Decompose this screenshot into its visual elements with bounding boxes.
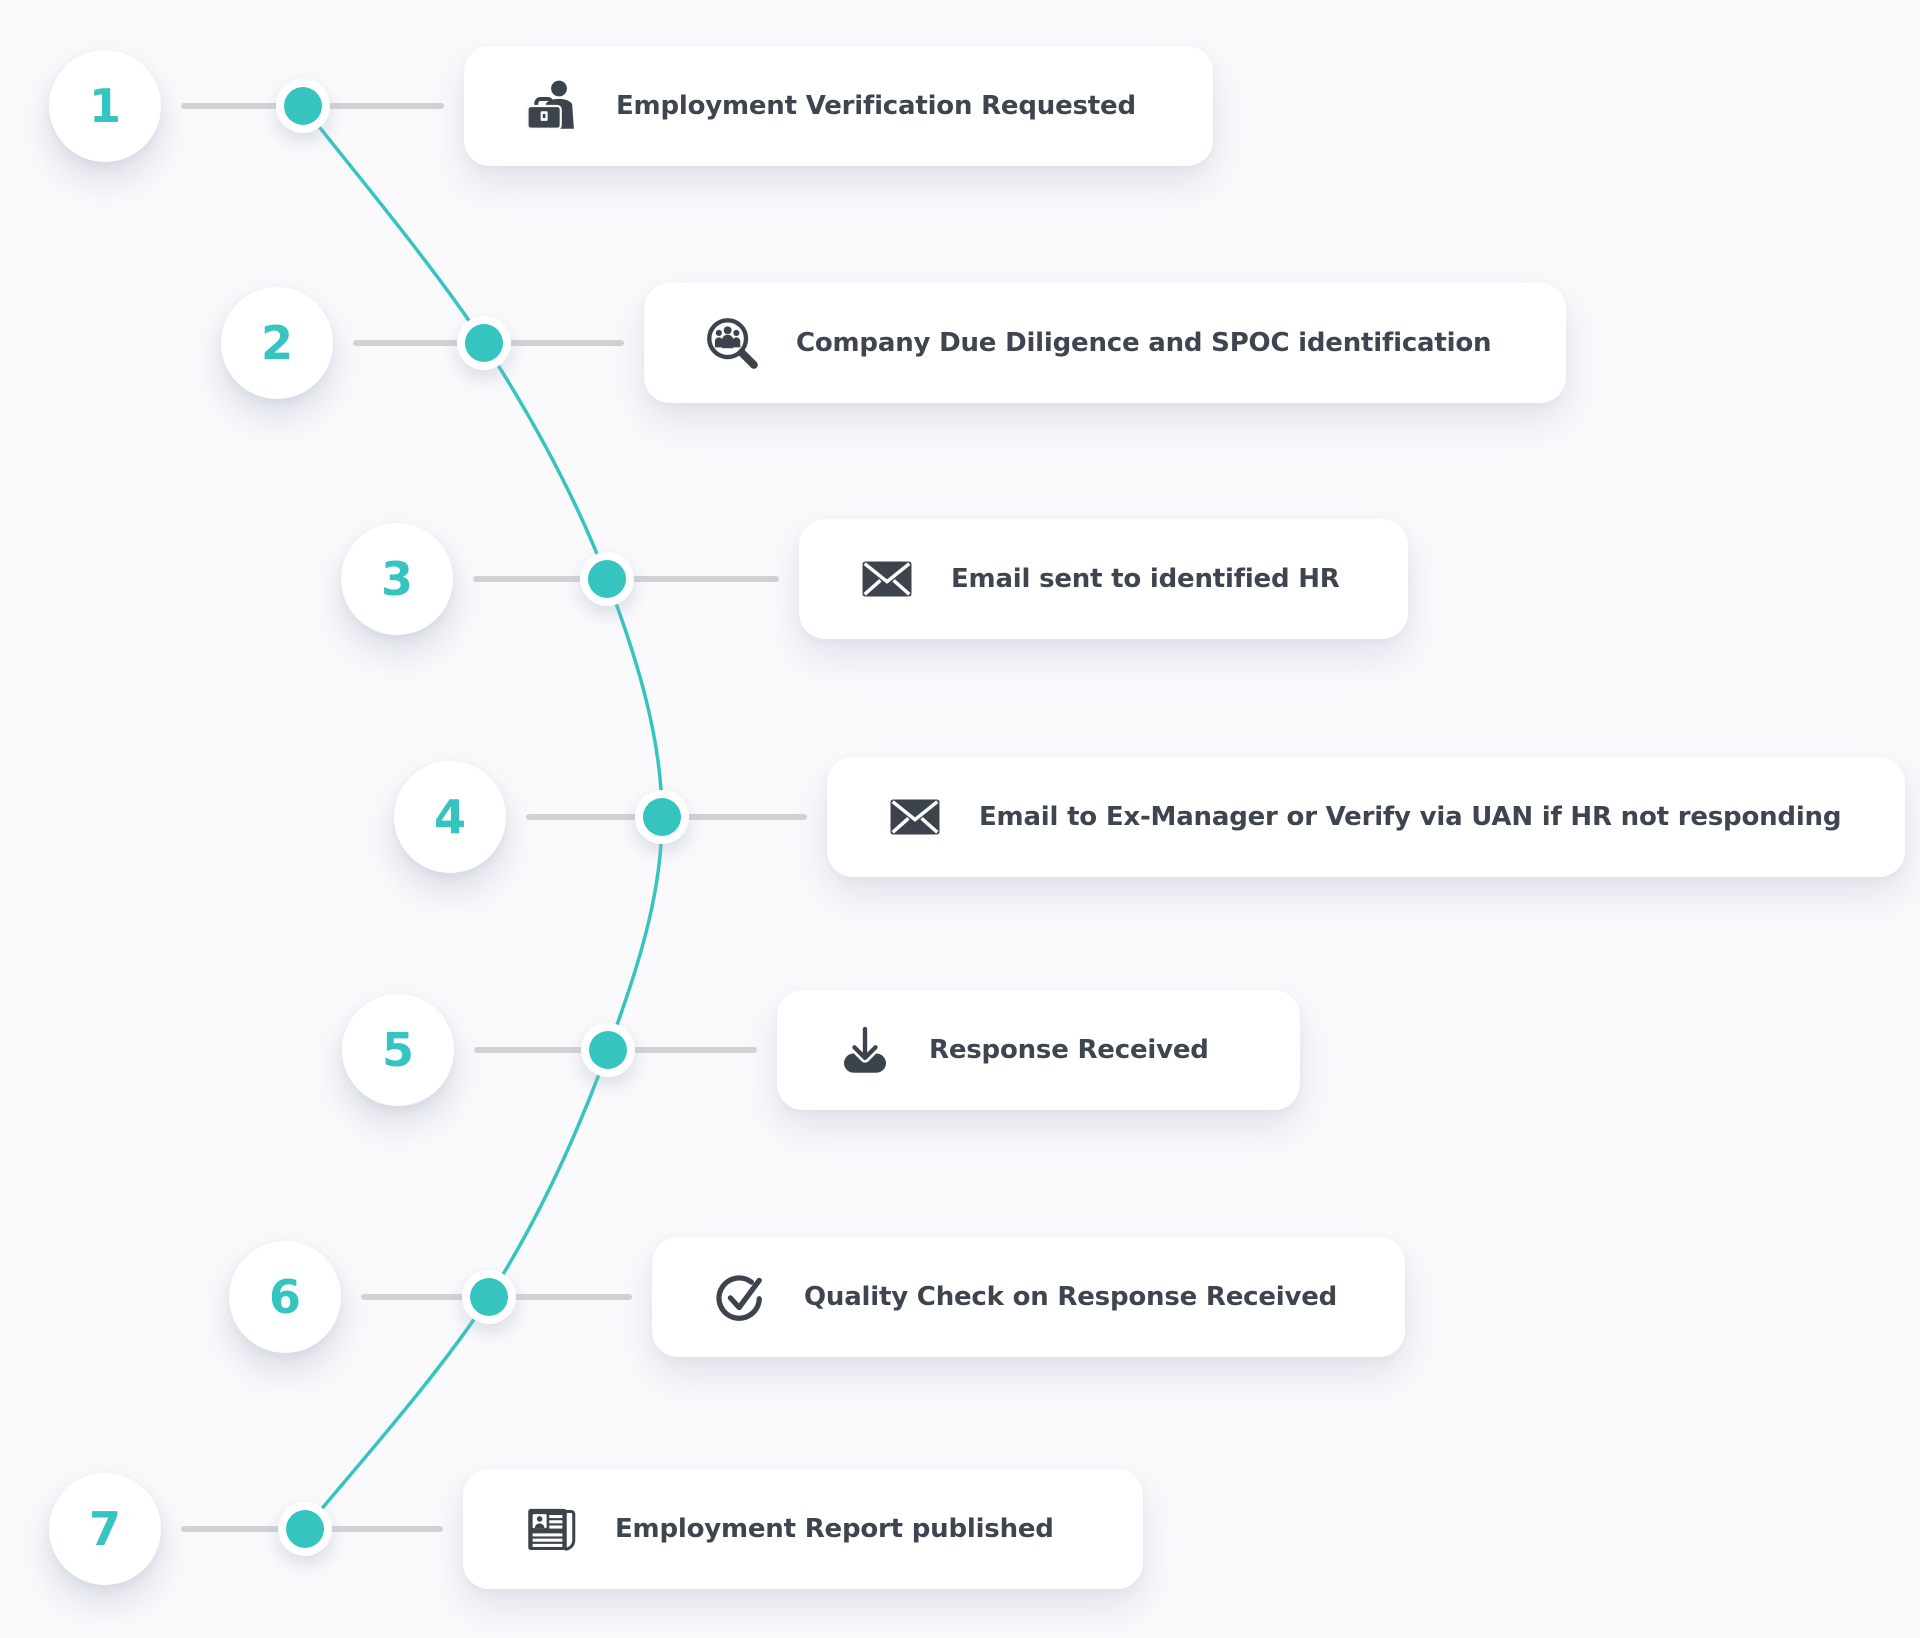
step-card: Employment Report published [463,1469,1143,1589]
timeline-dot-ring [278,1502,332,1556]
timeline-dot-ring [457,316,511,370]
step-number-circle: 1 [49,50,161,162]
step-number-circle: 2 [221,287,333,399]
timeline-dot-ring [580,552,634,606]
step-number: 4 [433,790,466,844]
magnifier-people-icon [704,315,760,371]
timeline-dot [589,1031,627,1069]
timeline-dot-ring [635,790,689,844]
step-number: 1 [88,79,121,133]
step-number: 6 [268,1270,301,1324]
person-briefcase-icon [524,78,580,134]
timeline-dot-ring [581,1023,635,1077]
step-label: Email sent to identified HR [951,564,1340,594]
step-number-circle: 5 [342,994,454,1106]
download-tray-icon [837,1022,893,1078]
step-number: 2 [260,316,293,370]
step-card: Quality Check on Response Received [652,1237,1405,1357]
timeline-dot [465,324,503,362]
step-label: Company Due Diligence and SPOC identific… [796,328,1492,358]
envelope-icon [859,551,915,607]
timeline-dot [470,1278,508,1316]
step-number-circle: 3 [341,523,453,635]
report-icon [523,1501,579,1557]
step-number: 3 [380,552,413,606]
step-number: 7 [88,1502,121,1556]
step-card: Employment Verification Requested [464,46,1213,166]
step-number-circle: 6 [229,1241,341,1353]
envelope-icon [887,789,943,845]
timeline-dot [284,87,322,125]
step-label: Email to Ex-Manager or Verify via UAN if… [979,802,1842,832]
check-circle-icon [712,1269,768,1325]
step-label: Employment Verification Requested [616,91,1136,121]
timeline-dot-ring [276,79,330,133]
timeline-dot [643,798,681,836]
timeline-dot [286,1510,324,1548]
timeline-dot [588,560,626,598]
step-card: Company Due Diligence and SPOC identific… [644,283,1566,403]
step-card: Response Received [777,990,1300,1110]
step-number-circle: 7 [49,1473,161,1585]
timeline-dot-ring [462,1270,516,1324]
step-number-circle: 4 [394,761,506,873]
step-card: Email sent to identified HR [799,519,1408,639]
step-label: Quality Check on Response Received [804,1282,1338,1312]
step-card: Email to Ex-Manager or Verify via UAN if… [827,757,1906,877]
step-label: Employment Report published [615,1514,1054,1544]
step-number: 5 [381,1023,414,1077]
step-label: Response Received [929,1035,1209,1065]
